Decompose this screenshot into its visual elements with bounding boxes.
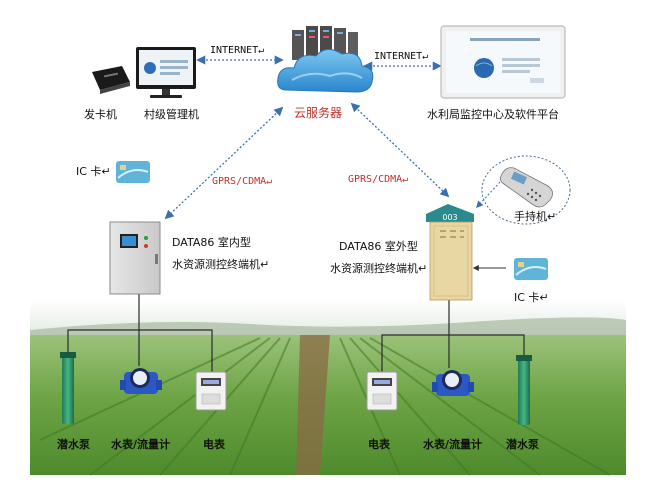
label-internet-right: INTERNET↵ bbox=[374, 51, 428, 62]
left-flowmeter-icon bbox=[120, 368, 162, 394]
label-indoor-sub: 水资源测控终端机↵ bbox=[172, 257, 269, 271]
label-outdoor-title: DATA86 室外型 bbox=[339, 239, 418, 253]
label-left-meter: 电表 bbox=[203, 437, 226, 451]
left-pump-icon bbox=[60, 352, 76, 424]
ic-card-right-icon bbox=[514, 258, 548, 280]
label-ic-card-right: IC 卡↵ bbox=[514, 291, 549, 304]
right-pump-icon bbox=[516, 355, 532, 425]
arrow-handheld bbox=[476, 181, 501, 209]
label-card-machine: 发卡机 bbox=[84, 107, 117, 121]
label-left-pump: 潜水泵 bbox=[57, 437, 90, 451]
handheld-ellipse bbox=[481, 155, 571, 225]
label-outdoor-sub: 水资源测控终端机↵ bbox=[330, 261, 427, 275]
right-flowmeter-icon bbox=[432, 370, 474, 396]
label-ic-card-left: IC 卡↵ bbox=[76, 165, 111, 178]
label-village-pc: 村级管理机 bbox=[144, 107, 199, 121]
label-internet-left: INTERNET↵ bbox=[210, 45, 264, 56]
label-right-flowmeter: 水表/流量计 bbox=[423, 437, 482, 451]
card-reader-icon bbox=[92, 66, 130, 94]
label-right-pump: 潜水泵 bbox=[506, 437, 539, 451]
label-bureau: 水利局监控中心及软件平台 bbox=[427, 107, 559, 121]
left-meter-icon bbox=[195, 371, 227, 411]
label-gprs-left: GPRS/CDMA↵ bbox=[212, 176, 272, 187]
right-bus bbox=[381, 300, 525, 372]
label-handheld: 手持机↵ bbox=[514, 209, 556, 223]
handheld-icon bbox=[500, 167, 553, 208]
ic-card-left-icon bbox=[116, 161, 150, 183]
label-right-meter: 电表 bbox=[368, 437, 391, 451]
left-bus bbox=[67, 294, 213, 372]
label-gprs-right: GPRS/CDMA↵ bbox=[348, 174, 408, 185]
outdoor-badge: 003 bbox=[442, 213, 457, 222]
right-meter-icon bbox=[366, 371, 398, 411]
label-indoor-title: DATA86 室内型 bbox=[172, 235, 251, 249]
village-pc-icon bbox=[136, 47, 196, 98]
indoor-terminal-icon bbox=[109, 221, 161, 295]
cloud-server-icon bbox=[277, 26, 374, 93]
label-left-flowmeter: 水表/流量计 bbox=[111, 437, 170, 451]
arrow-gprs-left bbox=[164, 106, 284, 220]
label-cloud-server: 云服务器 bbox=[294, 105, 342, 120]
field-background bbox=[30, 300, 626, 476]
outdoor-terminal-icon bbox=[426, 204, 474, 301]
bureau-monitor-icon bbox=[440, 25, 566, 99]
